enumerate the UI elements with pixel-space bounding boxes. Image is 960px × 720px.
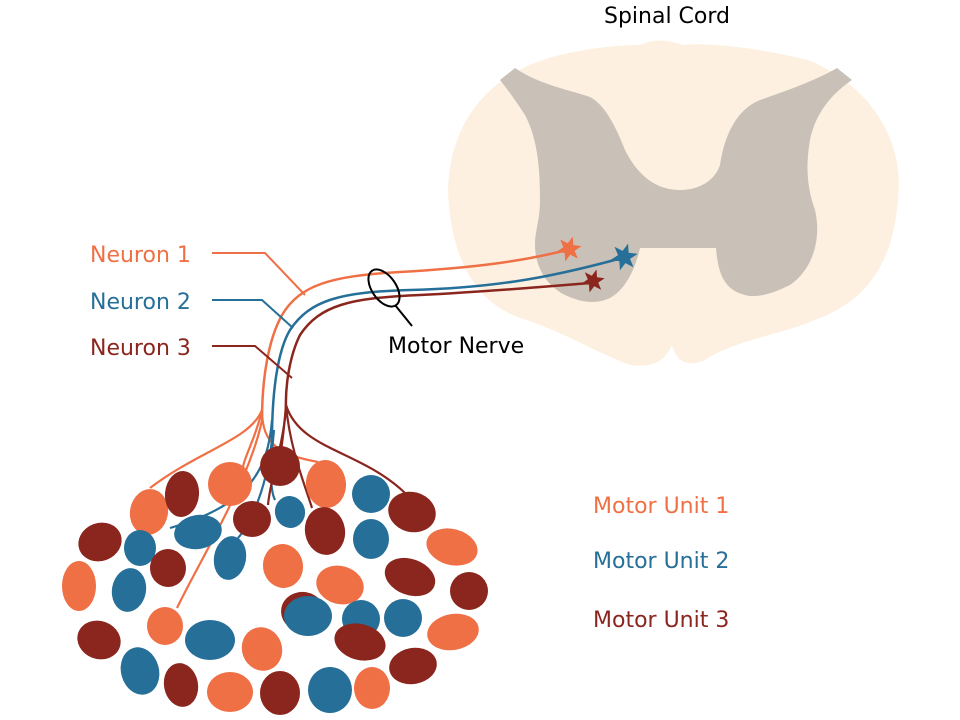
muscle-fibers <box>62 446 488 715</box>
muscle-fiber-unit-3-1 <box>164 471 200 517</box>
muscle-fiber-unit-3-12 <box>334 623 386 661</box>
muscle-fiber-unit-1-12 <box>354 667 390 709</box>
muscle-fiber-unit-2-8 <box>185 620 235 660</box>
muscle-fiber-unit-1-2 <box>208 462 252 506</box>
muscle-fiber-unit-1-4 <box>426 528 478 566</box>
muscle-fiber-unit-2-2 <box>124 530 156 566</box>
branch-n3-c <box>284 404 406 494</box>
muscle-fiber-unit-3-4 <box>78 522 122 562</box>
muscle-fiber-unit-3-14 <box>260 671 300 715</box>
leader-lines <box>212 252 306 379</box>
branch-n1-d <box>176 419 264 609</box>
muscle-fiber-unit-3-10 <box>77 620 121 660</box>
muscle-fiber-unit-3-5 <box>233 501 271 537</box>
muscle-fiber-unit-3-15 <box>389 647 437 685</box>
legend-motor-unit-3: Motor Unit 3 <box>593 608 729 633</box>
nerve-pointer-line <box>394 304 413 327</box>
muscle-fiber-unit-2-9 <box>284 596 332 636</box>
muscle-fiber-unit-3-2 <box>260 446 300 486</box>
neuron-1-leader <box>212 252 306 296</box>
neuron-3-body <box>581 269 605 293</box>
muscle-fiber-unit-1-1 <box>129 489 169 535</box>
neuron-3-leader <box>212 345 293 379</box>
muscle-fiber-unit-1-7 <box>316 565 364 605</box>
muscle-fiber-unit-2-4 <box>274 496 306 528</box>
neuron-2-label: Neuron 2 <box>90 290 191 315</box>
spinal-cord-title: Spinal Cord <box>604 4 730 29</box>
muscle-fiber-unit-2-5 <box>353 519 389 559</box>
legend-motor-unit-1: Motor Unit 1 <box>593 494 729 519</box>
spinal-cord <box>448 40 899 366</box>
muscle-fiber-unit-1-6 <box>262 544 304 588</box>
muscle-fiber-unit-1-10 <box>427 613 479 651</box>
muscle-fiber-unit-2-13 <box>308 667 352 713</box>
branch-n1-a <box>149 409 264 489</box>
muscle-fiber-unit-1-11 <box>207 672 253 712</box>
motor-nerve-marker <box>367 268 413 327</box>
muscle-fiber-unit-1-3 <box>305 460 347 508</box>
neuron-2-leader <box>212 299 294 329</box>
neuron-1-body <box>556 236 582 262</box>
legend-motor-unit-2: Motor Unit 2 <box>593 549 729 574</box>
muscle-fiber-unit-1-9 <box>241 627 283 671</box>
muscle-fiber-unit-2-1 <box>352 475 390 513</box>
muscle-fiber-unit-2-12 <box>120 647 160 695</box>
neuron-bodies <box>556 236 638 293</box>
muscle-fiber-unit-2-7 <box>213 536 247 580</box>
branch-n1-b <box>241 409 264 468</box>
muscle-fiber-unit-1-5 <box>62 561 96 611</box>
muscle-fiber-unit-3-13 <box>163 663 199 707</box>
neuron-2-body <box>610 243 638 271</box>
muscle-fiber-unit-2-11 <box>384 599 422 637</box>
neuron-1-label: Neuron 1 <box>90 243 191 268</box>
motor-nerve-label: Motor Nerve <box>388 334 524 359</box>
neuron-3-label: Neuron 3 <box>90 336 191 361</box>
muscle-fiber-unit-1-8 <box>147 607 183 645</box>
muscle-fiber-unit-2-3 <box>174 514 222 550</box>
muscle-fiber-unit-3-9 <box>450 572 488 610</box>
muscle-fiber-unit-3-3 <box>388 491 436 533</box>
muscle-fiber-unit-3-7 <box>149 549 187 587</box>
muscle-fiber-unit-3-6 <box>304 507 346 555</box>
muscle-fiber-unit-2-6 <box>111 568 147 612</box>
axon-neuron-3 <box>284 281 591 411</box>
gray-matter <box>500 68 852 302</box>
muscle-fiber-unit-3-8 <box>384 557 436 597</box>
